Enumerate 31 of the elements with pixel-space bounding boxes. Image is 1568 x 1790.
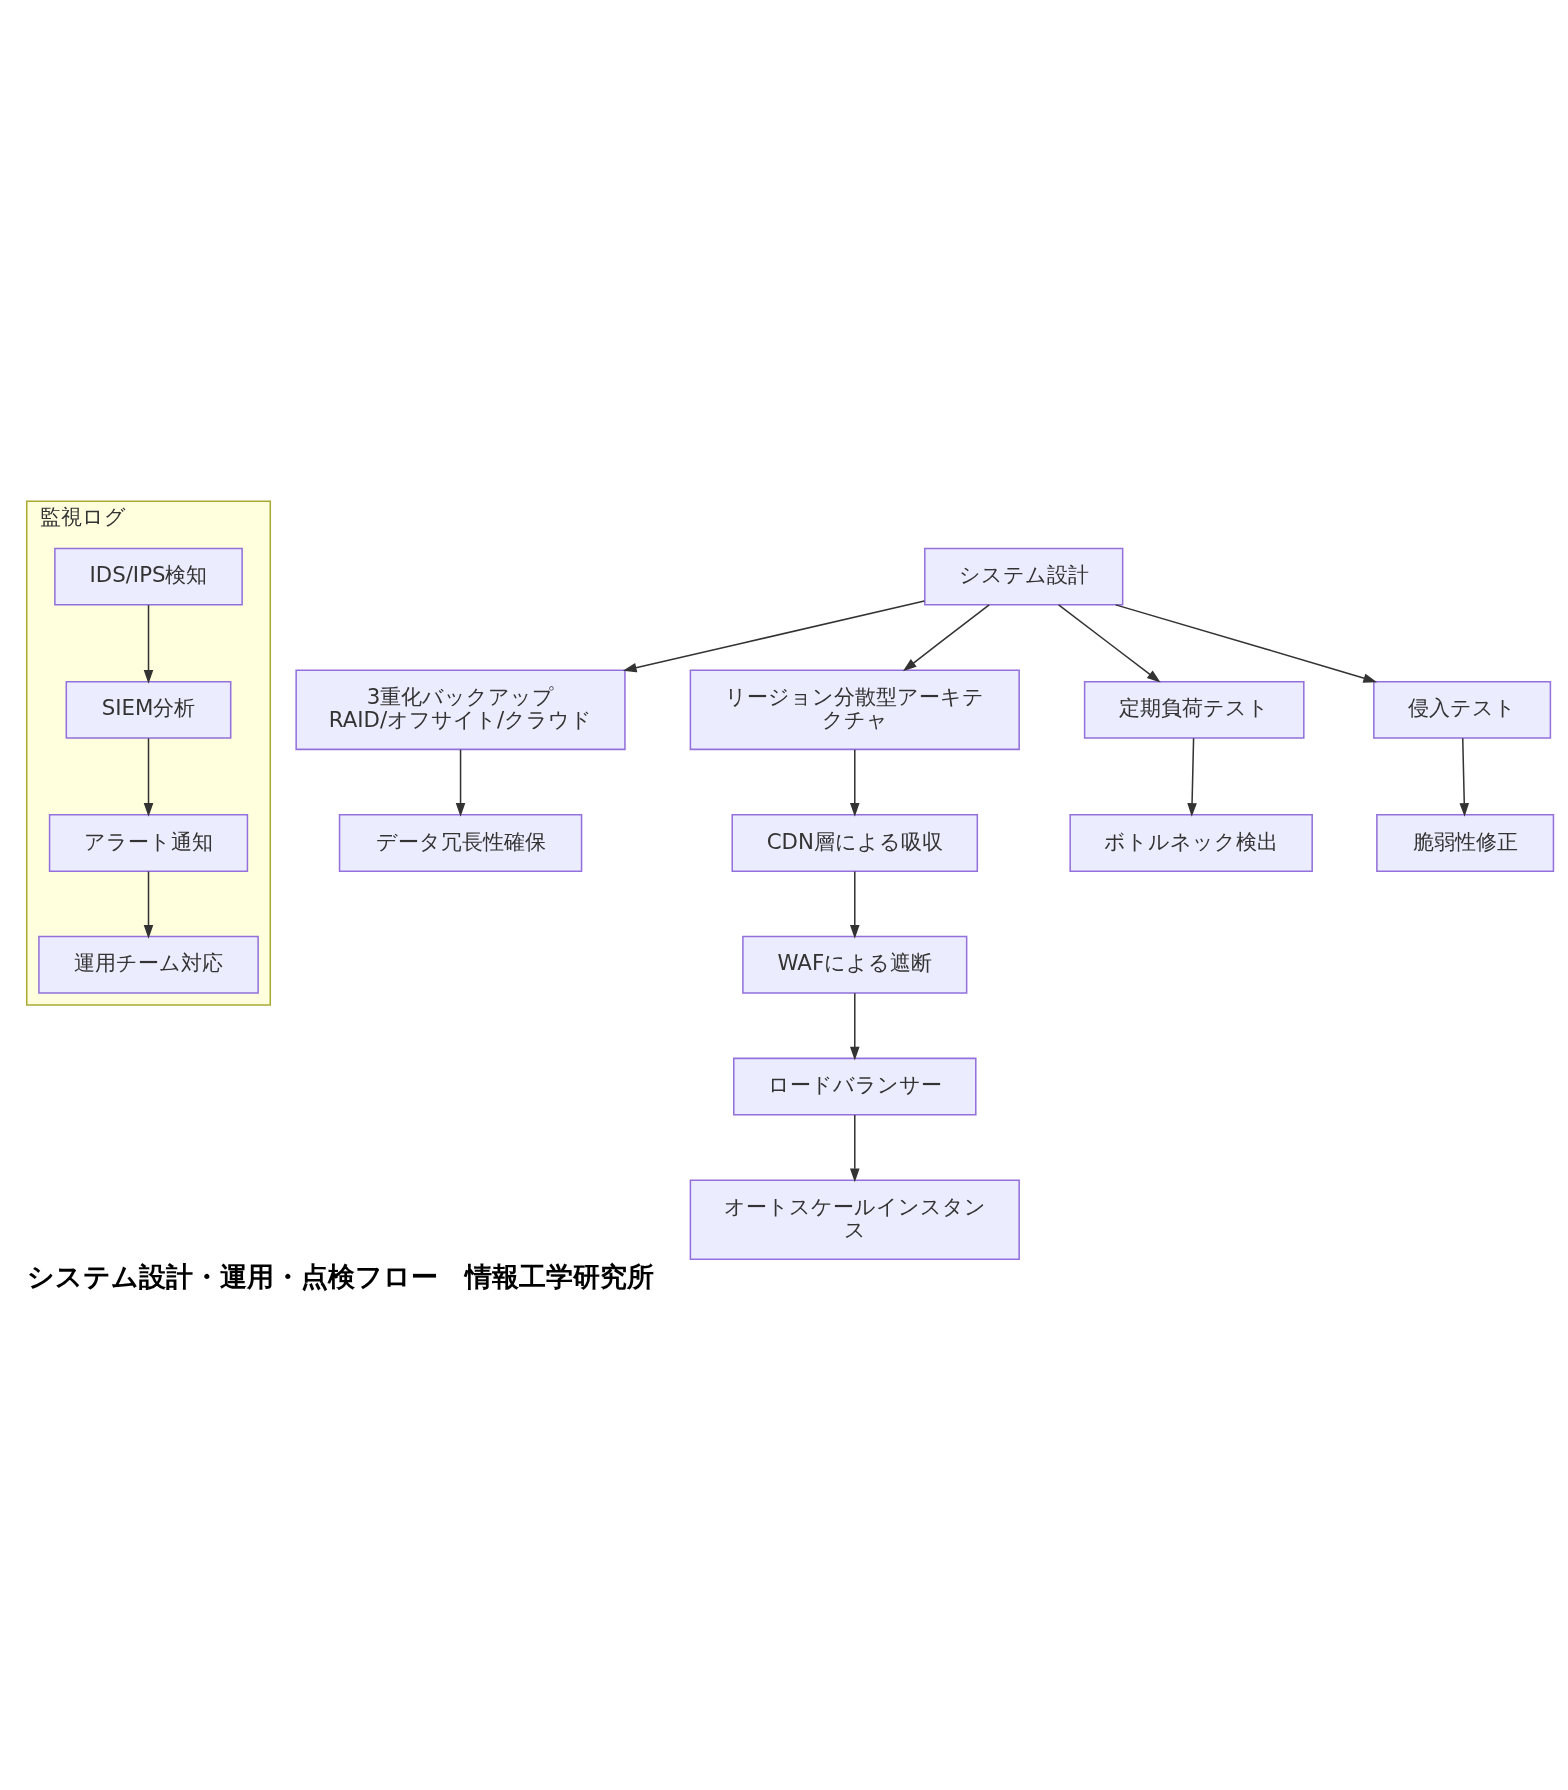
- node-box: SIEM分析: [65, 680, 232, 739]
- arrow: [902, 603, 990, 671]
- arrow: [143, 603, 154, 684]
- node-box: IDS/IPS検知: [54, 547, 243, 606]
- arrow: [143, 737, 154, 817]
- node-box: ボトルネック検出: [1069, 813, 1313, 872]
- node-box: 侵入テスト: [1373, 680, 1552, 739]
- node-box: 3重化バックアップ RAID/オフサイト/クラウド: [295, 668, 626, 750]
- arrow: [1459, 737, 1470, 817]
- node-box: 定期負荷テスト: [1083, 680, 1305, 739]
- node-box: システム設計: [924, 547, 1124, 606]
- arrow: [143, 870, 154, 939]
- arrow: [622, 599, 926, 672]
- arrow: [849, 748, 860, 817]
- node-box: リージョン分散型アーキテクチャ: [689, 668, 1020, 750]
- node-box: アラート通知: [48, 813, 249, 872]
- node-box: 脆弱性修正: [1376, 813, 1555, 872]
- arrow: [1057, 603, 1161, 683]
- node-box: ロードバランサー: [733, 1057, 977, 1115]
- arrow: [849, 991, 860, 1060]
- arrow: [455, 748, 466, 817]
- node-box: WAFによる遮断: [742, 935, 968, 994]
- arrow: [849, 1113, 860, 1182]
- node-box: データ冗長性確保: [338, 813, 583, 872]
- node-box: CDN層による吸収: [731, 813, 979, 872]
- node-box: 運用チーム対応: [38, 935, 259, 994]
- arrow: [849, 870, 860, 939]
- arrow: [1187, 737, 1197, 817]
- arrow: [1115, 603, 1378, 683]
- caption: システム設計・運用・点検フロー 情報工学研究所: [26, 1260, 654, 1292]
- node-box: オートスケールインスタンス: [689, 1178, 1020, 1260]
